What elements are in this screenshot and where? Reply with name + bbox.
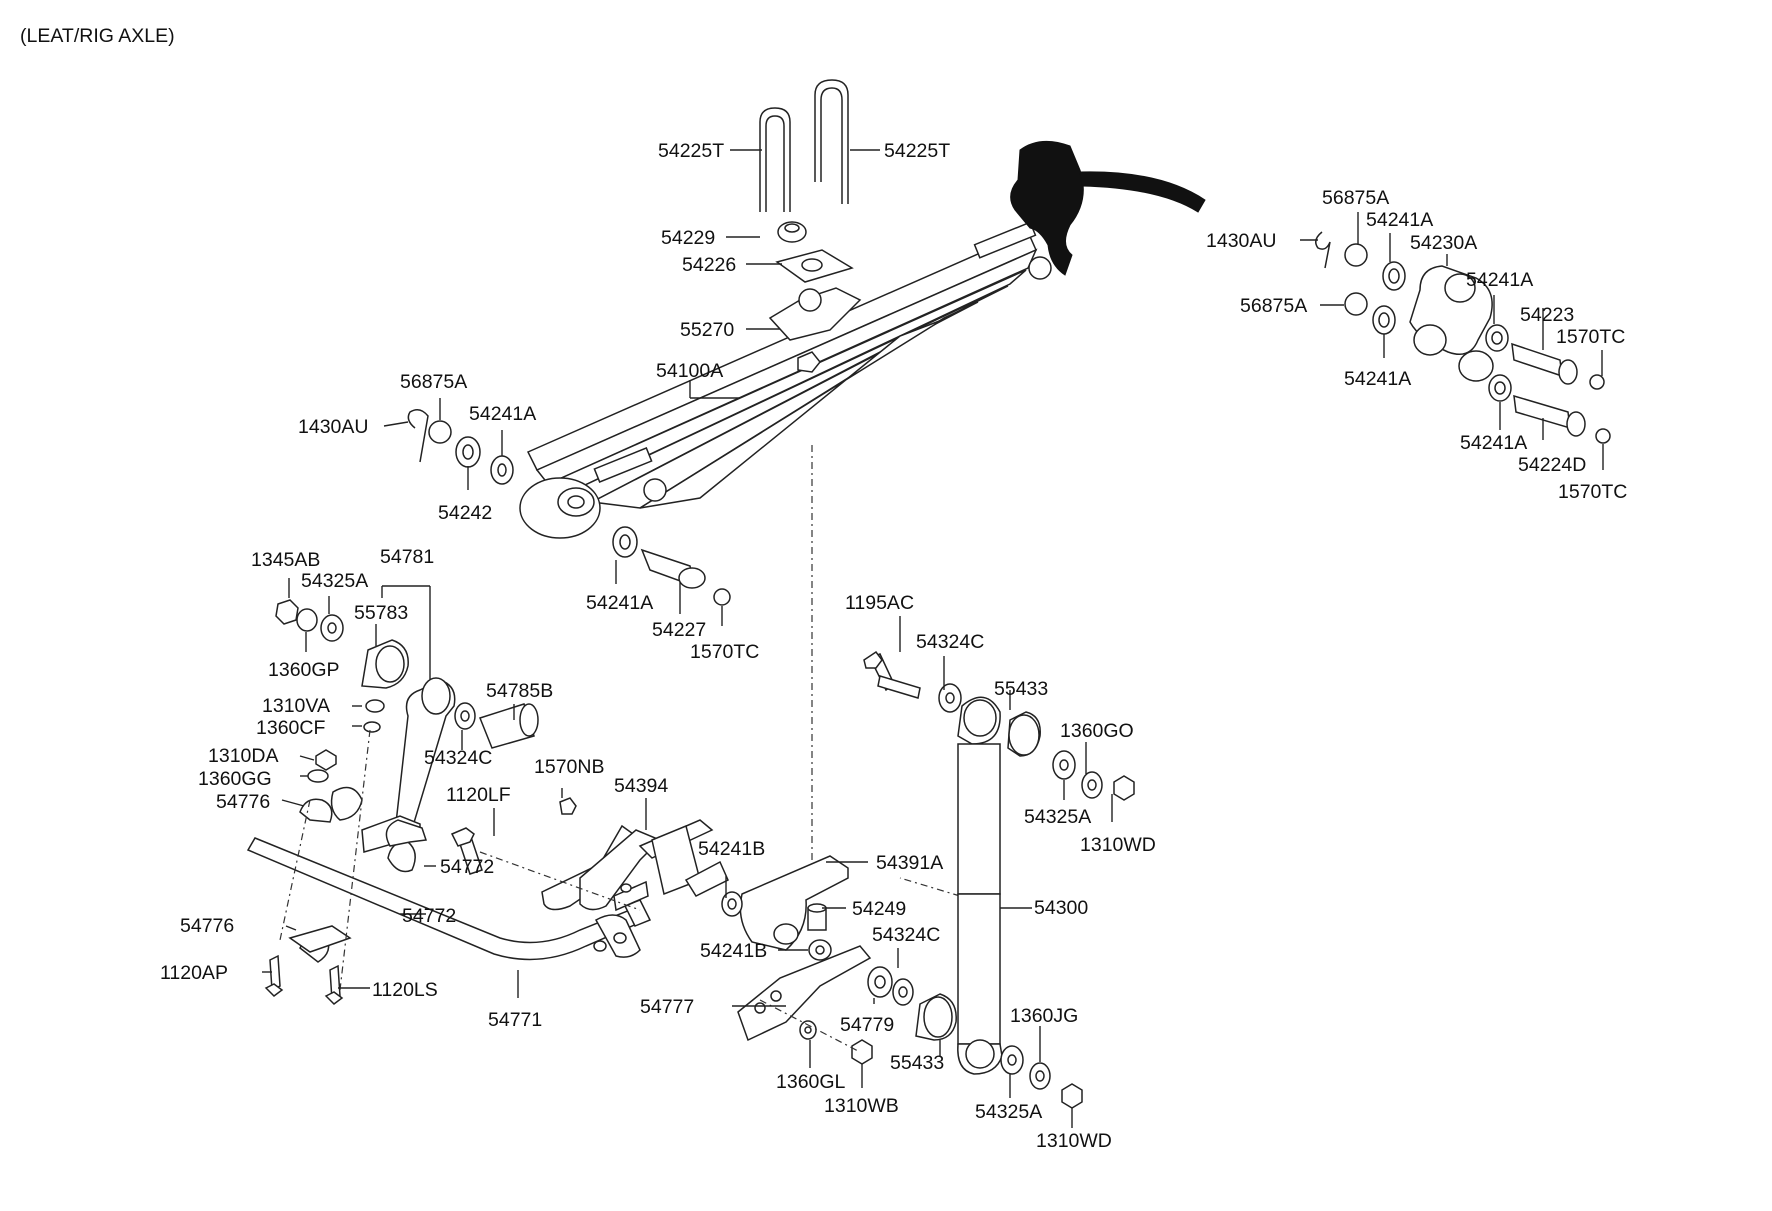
callout-washer-1360gl[interactable]: 1360GL bbox=[776, 1071, 846, 1093]
callout-front-eye-washer-cap[interactable]: 56875A bbox=[400, 371, 467, 393]
stabilizer-bar-drawing[interactable] bbox=[246, 729, 652, 1005]
callout-shackle-washer-mid[interactable]: 54241A bbox=[1466, 269, 1533, 291]
callout-link-assembly[interactable]: 54781 bbox=[380, 546, 434, 568]
callout-bolt-1120lf[interactable]: 1120LF bbox=[446, 784, 511, 806]
callout-shock-washer-top[interactable]: 54324C bbox=[916, 631, 984, 653]
callout-front-eye-bushing[interactable]: 54242 bbox=[438, 502, 492, 524]
callout-shock-nut-low[interactable]: 1310WD bbox=[1036, 1130, 1112, 1152]
callout-spring-seat[interactable]: 54391A bbox=[876, 852, 943, 874]
callout-link-washer-cf[interactable]: 1360CF bbox=[256, 717, 325, 739]
callout-shackle[interactable]: 54230A bbox=[1410, 232, 1477, 254]
callout-u-bolt-nut[interactable]: 54229 bbox=[661, 227, 715, 249]
callout-shackle-cap-mid[interactable]: 56875A bbox=[1240, 295, 1307, 317]
spring-hanger-bracket bbox=[1010, 140, 1206, 276]
callout-bracket-54394[interactable]: 54394 bbox=[614, 775, 668, 797]
callout-front-eye-washer-b[interactable]: 54241A bbox=[586, 592, 653, 614]
callout-bolt-1120ap[interactable]: 1120AP bbox=[160, 962, 228, 984]
callout-link-washer-gp[interactable]: 1360GP bbox=[268, 659, 340, 681]
callout-washer-54241b-top[interactable]: 54241B bbox=[698, 838, 765, 860]
callout-shock-washer-325-low[interactable]: 54325A bbox=[975, 1101, 1042, 1123]
callout-washer-54241b-low[interactable]: 54241B bbox=[700, 940, 767, 962]
u-bolts-drawing[interactable] bbox=[759, 79, 862, 341]
callout-link-nut-va[interactable]: 1310VA bbox=[262, 695, 330, 717]
callout-link-washer-gg[interactable]: 1360GG bbox=[198, 768, 272, 790]
callout-shock-washer-go[interactable]: 1360GO bbox=[1060, 720, 1134, 742]
callout-shackle-washer-top[interactable]: 54241A bbox=[1366, 209, 1433, 231]
callout-shackle-grease-upper[interactable]: 1570TC bbox=[1556, 326, 1625, 348]
callout-front-grease[interactable]: 1570TC bbox=[690, 641, 759, 663]
callout-front-eye-washer-a[interactable]: 54241A bbox=[469, 403, 536, 425]
callout-clamp-bracket[interactable]: 55270 bbox=[680, 319, 734, 341]
callout-shock-nut-top[interactable]: 1310WD bbox=[1080, 834, 1156, 856]
callout-shock-washer-jg[interactable]: 1360JG bbox=[1010, 1005, 1078, 1027]
callout-shock-absorber[interactable]: 54300 bbox=[1034, 897, 1088, 919]
callout-shackle-grease-lower[interactable]: 1570TC bbox=[1558, 481, 1627, 503]
callout-shackle-washer-left[interactable]: 54241A bbox=[1344, 368, 1411, 390]
callout-shackle-washer-low[interactable]: 54241A bbox=[1460, 432, 1527, 454]
front-eye-hardware[interactable] bbox=[407, 409, 731, 606]
callout-shackle-pin-upper[interactable]: 54223 bbox=[1520, 304, 1574, 326]
callout-u-bolt-front[interactable]: 54225T bbox=[658, 140, 724, 162]
callout-shackle-cotter[interactable]: 1430AU bbox=[1206, 230, 1276, 252]
callout-leaf-spring[interactable]: 54100A bbox=[656, 360, 723, 382]
leader-lines bbox=[262, 149, 1604, 1128]
callout-link-bushing[interactable]: 55783 bbox=[354, 602, 408, 624]
callout-link-pin[interactable]: 54785B bbox=[486, 680, 553, 702]
callout-link-bush-washer[interactable]: 54325A bbox=[301, 570, 368, 592]
callout-bar-bracket-low[interactable]: 54776 bbox=[180, 915, 234, 937]
diagram-title: (LEAT/RIG AXLE) bbox=[20, 25, 175, 47]
callout-bump-stopper[interactable]: 54249 bbox=[852, 898, 906, 920]
callout-link-nut-da[interactable]: 1310DA bbox=[208, 745, 278, 767]
callout-shock-washer-mid[interactable]: 54324C bbox=[872, 924, 940, 946]
callout-u-bolt-plate[interactable]: 54226 bbox=[682, 254, 736, 276]
callout-front-pin[interactable]: 54227 bbox=[652, 619, 706, 641]
callout-grease-nb[interactable]: 1570NB bbox=[534, 756, 604, 778]
callout-shock-washer-325-top[interactable]: 54325A bbox=[1024, 806, 1091, 828]
callout-lower-bracket[interactable]: 54777 bbox=[640, 996, 694, 1018]
callout-u-bolt-rear[interactable]: 54225T bbox=[884, 140, 950, 162]
callout-nut-1310wb[interactable]: 1310WB bbox=[824, 1095, 899, 1117]
lower-bracket-drawing[interactable] bbox=[737, 945, 957, 1065]
callout-stabilizer-bar[interactable]: 54771 bbox=[488, 1009, 542, 1031]
callout-shock-bush-top[interactable]: 55433 bbox=[994, 678, 1048, 700]
callout-bar-bracket-top[interactable]: 54776 bbox=[216, 791, 270, 813]
callout-front-cotter-pin[interactable]: 1430AU bbox=[298, 416, 368, 438]
leaf-spring-drawing[interactable] bbox=[519, 221, 1052, 539]
callout-shock-bush-low[interactable]: 55433 bbox=[890, 1052, 944, 1074]
callout-bar-bush-upper[interactable]: 54772 bbox=[440, 856, 494, 878]
callout-link-nut[interactable]: 1345AB bbox=[251, 549, 320, 571]
bracket-54394-drawing[interactable] bbox=[450, 797, 714, 952]
callout-bolt-1195ac[interactable]: 1195AC bbox=[845, 592, 914, 614]
spring-seat-drawing[interactable] bbox=[684, 855, 849, 961]
callout-bracket-washer[interactable]: 54779 bbox=[840, 1014, 894, 1036]
shock-absorber-drawing[interactable] bbox=[863, 650, 1135, 1109]
link-assembly-drawing[interactable] bbox=[275, 599, 539, 853]
callout-bolt-1120ls[interactable]: 1120LS bbox=[372, 979, 438, 1001]
callout-link-washer-324[interactable]: 54324C bbox=[424, 747, 492, 769]
callout-labels: 54225T 54225T 54229 54226 55270 54100A 5… bbox=[160, 140, 1627, 1152]
callout-bar-bush-lower[interactable]: 54772 bbox=[402, 905, 456, 927]
shackle-assembly[interactable] bbox=[1315, 231, 1611, 444]
callout-shackle-pin-lower[interactable]: 54224D bbox=[1518, 454, 1586, 476]
callout-shackle-cap-top[interactable]: 56875A bbox=[1322, 187, 1389, 209]
